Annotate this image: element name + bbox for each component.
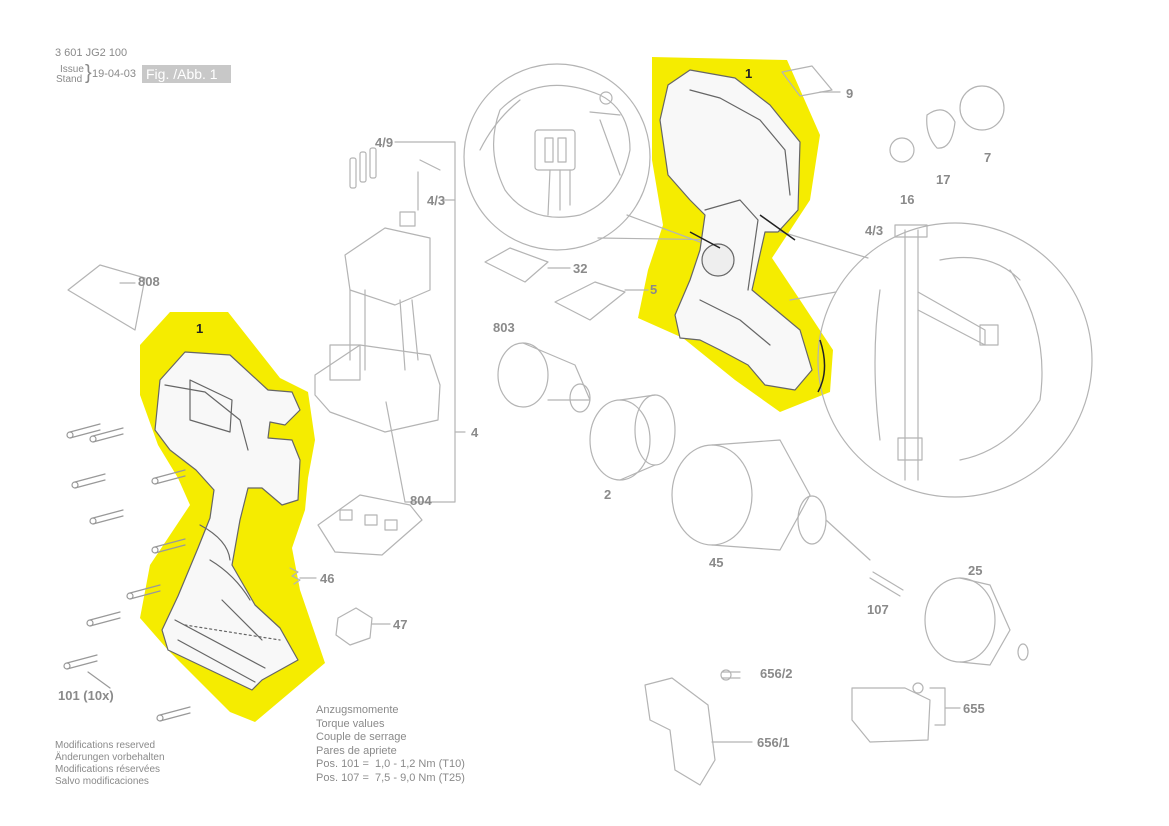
torque-line: Pos. 107 = 7,5 - 9,0 Nm (T25) bbox=[316, 771, 465, 784]
part-4-electronics bbox=[314, 159, 441, 433]
part-656-1-clip bbox=[644, 677, 716, 786]
callout-4: 4 bbox=[471, 425, 479, 440]
part-808 bbox=[67, 264, 146, 331]
callout-17: 17 bbox=[936, 172, 951, 187]
part-32 bbox=[484, 247, 549, 283]
torque-line: Pares de apriete bbox=[316, 744, 397, 757]
part-107-screw bbox=[869, 571, 904, 597]
callout-808: 808 bbox=[138, 274, 160, 289]
callout-4-3-right: 4/3 bbox=[865, 223, 884, 238]
torque-values: Anzugsmomente Torque values Couple de se… bbox=[316, 704, 465, 785]
part-number: 3 601 JG2 100 bbox=[55, 47, 128, 59]
callout-803: 803 bbox=[493, 320, 515, 335]
part-7 bbox=[959, 85, 1005, 131]
right-housing-half bbox=[659, 69, 813, 391]
part-25-chuck bbox=[924, 577, 1029, 666]
callout-4-9: 4/9 bbox=[375, 135, 394, 150]
left-housing-half bbox=[154, 351, 301, 691]
issue-date: 19-04-03 bbox=[92, 68, 137, 80]
modifications-line: Modifications réservées bbox=[55, 764, 161, 775]
callout-655: 655 bbox=[963, 701, 985, 716]
part-4-9-brushes bbox=[349, 147, 377, 189]
callout-1-right: 1 bbox=[745, 66, 753, 81]
part-46-spring bbox=[289, 567, 301, 585]
torque-line: Anzugsmomente bbox=[316, 704, 399, 716]
zoom-circle-right bbox=[817, 222, 1093, 498]
part-17 bbox=[926, 109, 956, 149]
zoom-circle-top bbox=[463, 63, 651, 251]
callout-9: 9 bbox=[846, 86, 854, 101]
callout-7: 7 bbox=[984, 150, 992, 165]
callout-804: 804 bbox=[410, 493, 432, 508]
modifications-line: Salvo modificaciones bbox=[55, 776, 149, 787]
callout-656-2: 656/2 bbox=[760, 666, 793, 681]
torque-line: Couple de serrage bbox=[316, 731, 407, 743]
part-16 bbox=[889, 137, 915, 163]
torque-line: Torque values bbox=[316, 717, 385, 730]
zoom-top-detail bbox=[479, 84, 631, 218]
callout-45: 45 bbox=[709, 555, 724, 570]
callout-2: 2 bbox=[604, 487, 612, 502]
modifications-notice: Modifications reserved Änderungen vorbeh… bbox=[55, 740, 165, 788]
modifications-line: Änderungen vorbehalten bbox=[55, 752, 165, 763]
issue-label: Issue bbox=[60, 64, 84, 75]
callout-32: 32 bbox=[573, 261, 588, 276]
figure-label: Fig. /Abb. 1 bbox=[142, 65, 231, 83]
part-2-stator bbox=[589, 394, 676, 481]
screws-101 bbox=[63, 423, 191, 722]
callout-25: 25 bbox=[968, 563, 983, 578]
part-656-2-screw bbox=[721, 671, 741, 679]
callout-656-1: 656/1 bbox=[757, 735, 790, 750]
callout-101: 101 (10x) bbox=[58, 688, 114, 703]
part-45-gearbox bbox=[671, 439, 871, 561]
zoom-right-detail bbox=[874, 224, 1043, 481]
modifications-line: Modifications reserved bbox=[55, 740, 156, 751]
stand-label: Stand bbox=[56, 74, 83, 85]
callout-4-3-left: 4/3 bbox=[427, 193, 446, 208]
part-47-cap bbox=[335, 607, 373, 646]
callout-107: 107 bbox=[867, 602, 889, 617]
callout-47: 47 bbox=[393, 617, 408, 632]
issue-brace: } bbox=[85, 62, 92, 84]
part-9 bbox=[781, 65, 833, 97]
part-803-armature bbox=[497, 342, 591, 413]
torque-line: Pos. 101 = 1,0 - 1,2 Nm (T10) bbox=[316, 758, 465, 770]
callout-16: 16 bbox=[900, 192, 915, 207]
callout-46: 46 bbox=[320, 571, 335, 586]
part-655-holder bbox=[851, 687, 931, 743]
part-804-board bbox=[317, 494, 423, 556]
callout-1-left: 1 bbox=[196, 321, 204, 336]
part-5 bbox=[554, 281, 626, 321]
callout-5: 5 bbox=[650, 282, 658, 297]
